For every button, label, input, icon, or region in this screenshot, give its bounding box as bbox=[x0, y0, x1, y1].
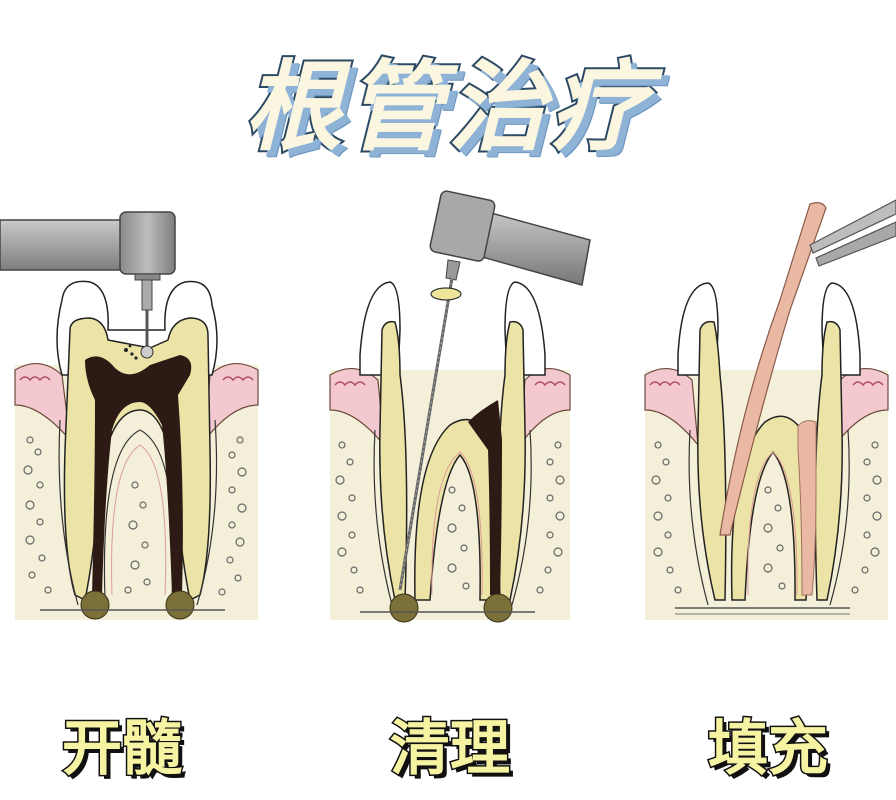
step-3-illustration bbox=[630, 190, 896, 640]
step-1-illustration bbox=[0, 190, 300, 640]
step-2-label: 清理 bbox=[389, 713, 512, 786]
step-3-label: 填充 bbox=[707, 713, 830, 786]
page-title: 根管治疗 bbox=[242, 49, 652, 167]
step-1-label: 开髓 bbox=[61, 713, 184, 786]
step-2-illustration bbox=[320, 190, 610, 640]
